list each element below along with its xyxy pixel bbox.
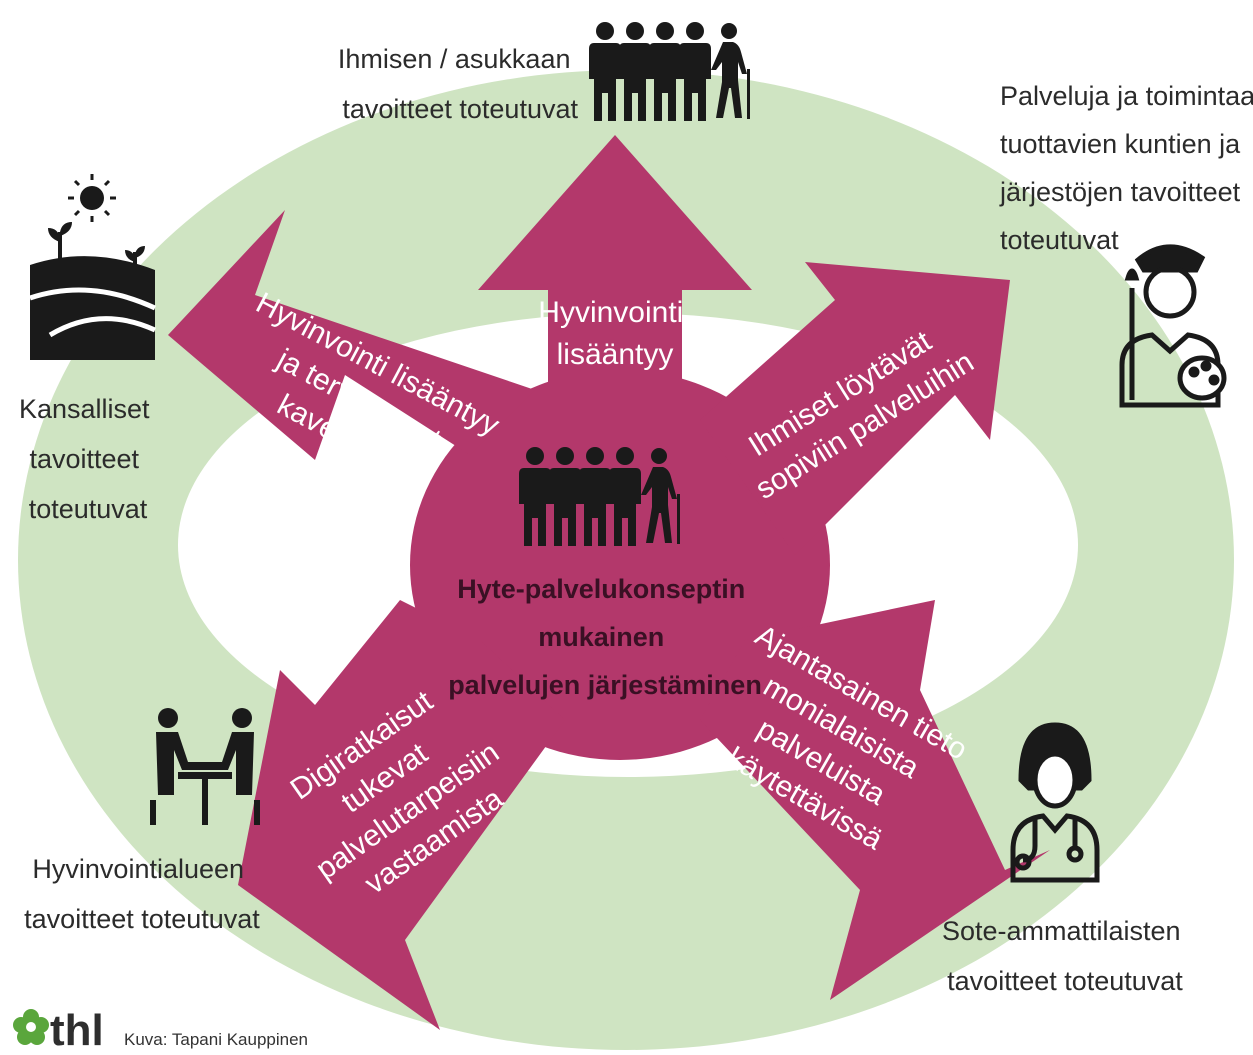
- outer-label-bottom-right: Sote-ammattilaisten tavoitteet toteutuva…: [942, 916, 1188, 996]
- arrow-label-line: Hyvinvointi: [538, 296, 683, 329]
- landscape-sun-icon: [29, 174, 157, 360]
- center-hub: [410, 370, 830, 760]
- arrow-lower-left: [238, 600, 565, 1030]
- arrow-upper-right: [700, 262, 1010, 555]
- arrow-upper-left: [168, 210, 535, 460]
- doctor-icon: [1010, 722, 1100, 883]
- outer-label-right: Palveluja ja toimintaa tuottavien kuntie…: [999, 81, 1253, 255]
- image-credit: Kuva: Tapani Kauppinen: [124, 1030, 308, 1049]
- arrow-label-line: lisääntyy: [557, 338, 674, 371]
- outer-label-line: Kansalliset: [19, 394, 150, 424]
- outer-label-line: Ihmisen / asukkaan: [338, 44, 571, 74]
- center-label-line: Hyte-palvelukonseptin: [457, 574, 745, 604]
- outer-label-line: Hyvinvointialueen: [32, 854, 244, 884]
- arrow-label-top: Hyvinvointi lisääntyy: [538, 296, 691, 371]
- outer-label-line: järjestöjen tavoitteet: [999, 177, 1241, 207]
- outer-label-left: Kansalliset tavoitteet toteutuvat: [19, 394, 157, 524]
- outer-label-line: tavoitteet toteutuvat: [342, 94, 578, 124]
- outer-label-line: tavoitteet: [29, 444, 139, 474]
- outer-label-bottom-left: Hyvinvointialueen tavoitteet toteutuvat: [24, 854, 260, 934]
- center-label-line: palvelujen järjestäminen: [448, 670, 762, 700]
- artist-painter-icon: [1119, 244, 1227, 408]
- center-label: Hyte-palvelukonseptin mukainen palveluje…: [448, 574, 762, 700]
- outer-label-line: tavoitteet toteutuvat: [947, 966, 1183, 996]
- meeting-table-icon: [150, 708, 260, 825]
- thl-flower-logo-icon: [13, 1009, 49, 1045]
- outer-label-line: toteutuvat: [29, 494, 148, 524]
- outer-label-line: Sote-ammattilaisten: [942, 916, 1181, 946]
- arrow-lower-right: [700, 600, 1050, 1000]
- thl-logo-text: thl: [50, 1006, 104, 1055]
- outer-label-top: Ihmisen / asukkaan tavoitteet toteutuvat: [338, 44, 579, 124]
- center-label-line: mukainen: [538, 622, 664, 652]
- outer-label-line: tavoitteet toteutuvat: [24, 904, 260, 934]
- arrow-top: [478, 135, 752, 430]
- outer-label-line: Palveluja ja toimintaa: [1000, 81, 1253, 111]
- outer-label-line: toteutuvat: [1000, 225, 1119, 255]
- outer-label-line: tuottavien kuntien ja: [1000, 129, 1241, 159]
- arrow-label-lower-left: Digiratkaisut tukevat palvelutarpeisiin …: [264, 665, 535, 919]
